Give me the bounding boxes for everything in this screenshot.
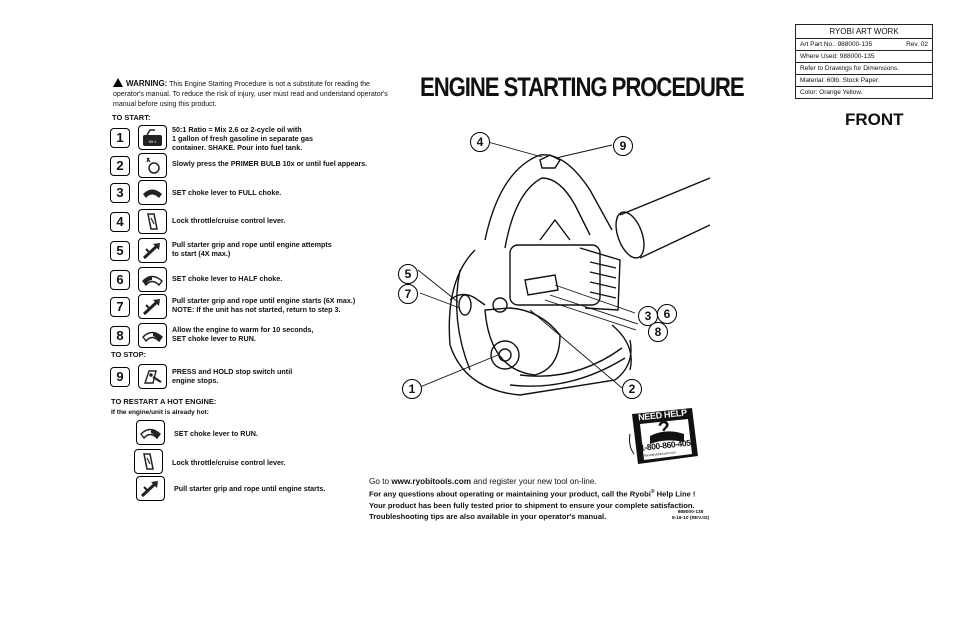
- callout-9: 9: [613, 136, 633, 156]
- art-box-title: RYOBI ART WORK: [796, 25, 932, 39]
- primer-bulb-icon: [138, 153, 167, 178]
- choke-half-icon: [138, 267, 167, 292]
- step-4-text: Lock throttle/cruise control lever.: [172, 216, 286, 225]
- callout-1: 1: [402, 379, 422, 399]
- art-part-row: Art Part No.: 988000-135 Rev. 02: [796, 39, 932, 51]
- step-number: 8: [110, 326, 130, 346]
- throttle-lock-icon: [134, 449, 163, 474]
- ryobi-tools-link[interactable]: www.ryobitools.com: [391, 477, 472, 486]
- step-number: 7: [110, 297, 130, 317]
- starter-rope-icon: [138, 294, 167, 319]
- where-used: Where Used: 988000-135: [796, 51, 932, 63]
- fuel-can-icon: 50:1: [138, 125, 167, 150]
- restart-subheading: If the engine/unit is already hot:: [111, 409, 209, 416]
- callout-4: 4: [470, 132, 490, 152]
- step-3-text: SET choke lever to FULL choke.: [172, 188, 282, 197]
- step-number: 2: [110, 156, 130, 176]
- help-line-text: For any questions about operating or mai…: [369, 489, 696, 499]
- step-1-text: 50:1 Ratio = Mix 2.6 oz 2-cycle oil with…: [172, 125, 313, 152]
- front-label: FRONT: [845, 110, 904, 129]
- step-number: 4: [110, 212, 130, 232]
- step-number: 6: [110, 270, 130, 290]
- step-2-text: Slowly press the PRIMER BULB 10x or unti…: [172, 159, 368, 168]
- svg-text:50:1: 50:1: [149, 139, 158, 144]
- step-number: 1: [110, 128, 130, 148]
- help-question-mark: ?: [656, 417, 672, 441]
- throttle-lock-icon: [138, 209, 167, 234]
- step-8-text: Allow the engine to warm for 10 seconds,…: [172, 325, 314, 343]
- restart-step-2-text: Lock throttle/cruise control lever.: [172, 458, 286, 467]
- starter-rope-icon: [138, 238, 167, 263]
- restart-step-1-text: SET choke lever to RUN.: [174, 429, 258, 438]
- choke-full-icon: [138, 180, 167, 205]
- code-date: 8-18-10 (REV.02): [672, 516, 710, 521]
- warning-triangle-icon: [113, 78, 123, 87]
- warning-label: WARNING:: [126, 79, 168, 88]
- to-stop-heading: TO STOP:: [111, 350, 147, 359]
- warning-text: This Engine Starting Procedure is not a …: [113, 81, 388, 108]
- material-note: Material: 60lb. Stock Paper.: [796, 75, 932, 87]
- choke-run-icon: [136, 420, 165, 445]
- callout-7: 7: [398, 284, 418, 304]
- step-6-text: SET choke lever to HALF choke.: [172, 274, 283, 283]
- step-5-text: Pull starter grip and rope until engine …: [172, 240, 332, 258]
- step-number: 3: [110, 183, 130, 203]
- to-start-heading: TO START:: [112, 113, 151, 122]
- drawings-note: Refer to Drawings for Dimensions.: [796, 63, 932, 75]
- callout-2: 2: [622, 379, 642, 399]
- restart-heading: TO RESTART A HOT ENGINE:: [111, 397, 217, 406]
- step-7-text: Pull starter grip and rope until engine …: [172, 296, 356, 314]
- choke-run-icon: [138, 323, 167, 348]
- callout-8: 8: [648, 322, 668, 342]
- blower-illustration: [417, 141, 710, 396]
- footer-info: Go to www.ryobitools.com and register yo…: [369, 476, 739, 523]
- warning-notice: WARNING: This Engine Starting Procedure …: [113, 78, 388, 110]
- starter-rope-icon: [136, 476, 165, 501]
- register-line: Go to www.ryobitools.com and register yo…: [369, 477, 597, 486]
- callout-5: 5: [398, 264, 418, 284]
- art-part-no: Art Part No.: 988000-135: [800, 41, 873, 48]
- tested-text: Your product has been fully tested prior…: [369, 501, 695, 511]
- need-help-badge: NEED HELP ? 1-800-860-4050 theunitylubri…: [628, 406, 700, 468]
- stop-switch-icon: [138, 364, 167, 389]
- document-code: 988000-135 8-18-10 (REV.02): [672, 510, 709, 522]
- phone-icon: [629, 408, 698, 464]
- step-9-text: PRESS and HOLD stop switch until engine …: [172, 367, 293, 385]
- troubleshooting-text: Troubleshooting tips are also available …: [369, 512, 607, 522]
- step-number: 5: [110, 241, 130, 261]
- callout-6: 6: [657, 304, 677, 324]
- art-work-box: RYOBI ART WORK Art Part No.: 988000-135 …: [795, 24, 933, 99]
- restart-step-3-text: Pull starter grip and rope until engine …: [174, 484, 326, 493]
- page-title: ENGINE STARTING PROCEDURE: [420, 72, 745, 102]
- code-part: 988000-135: [677, 510, 704, 515]
- step-number: 9: [110, 367, 130, 387]
- art-rev: Rev. 02: [906, 41, 928, 48]
- color-note: Color: Orange Yellow.: [800, 89, 863, 96]
